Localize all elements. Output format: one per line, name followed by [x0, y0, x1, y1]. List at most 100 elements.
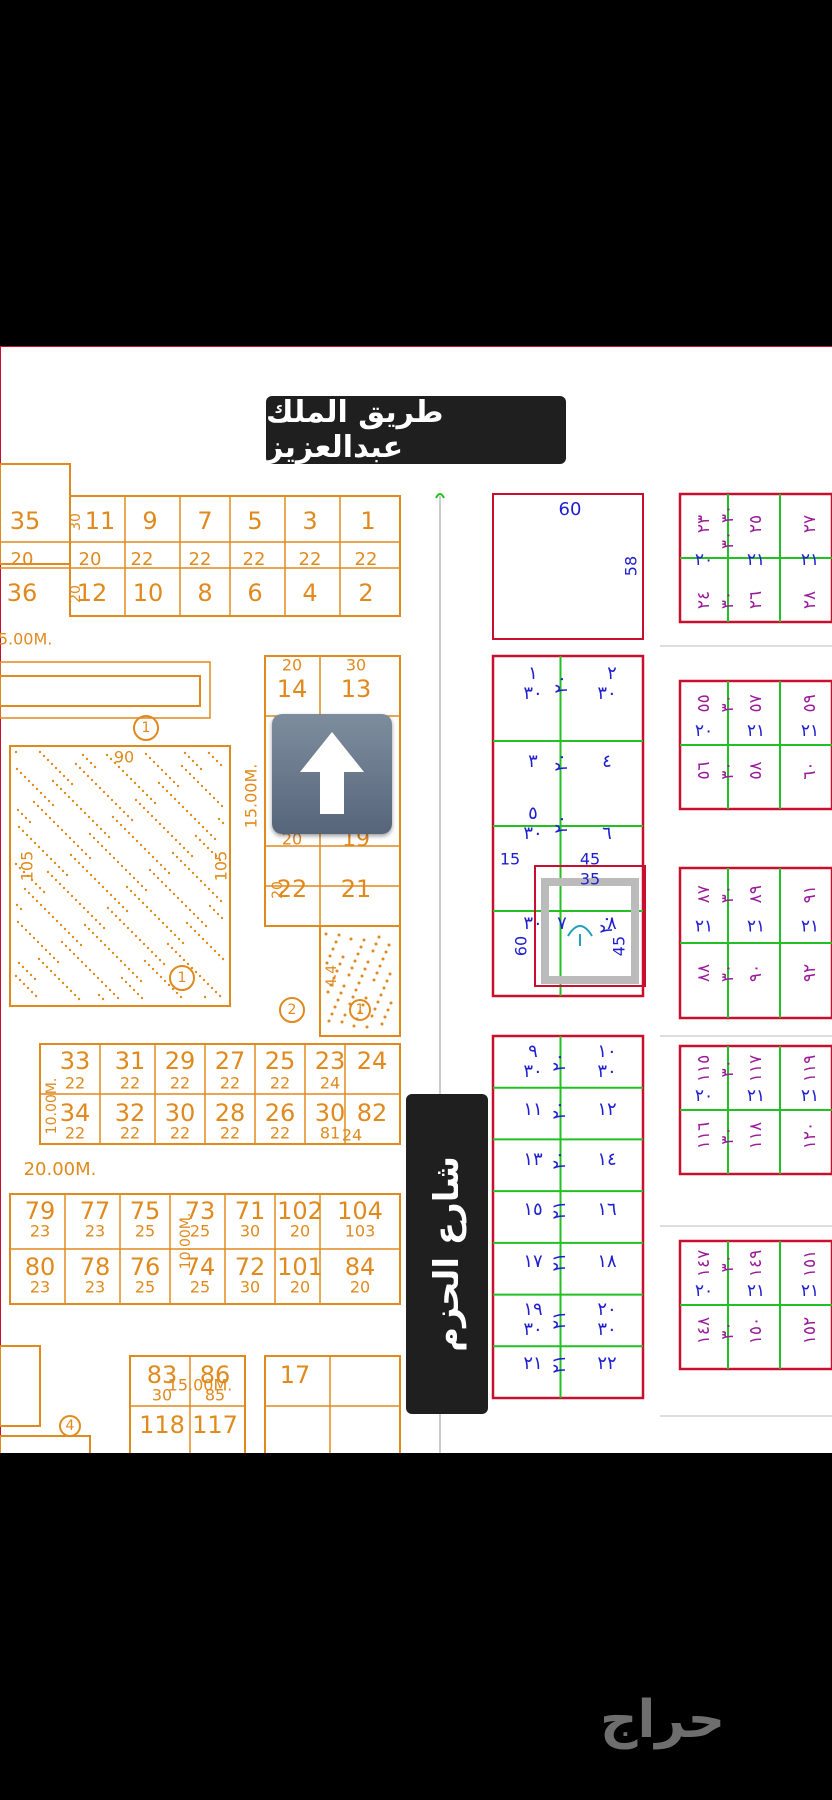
park-dot	[325, 961, 329, 965]
park-dot	[113, 897, 117, 901]
park-dot	[154, 954, 158, 958]
park-dot	[145, 793, 149, 797]
park-dot	[142, 942, 146, 946]
park-dot	[202, 842, 206, 846]
park-dot	[83, 811, 87, 815]
park-dot	[163, 979, 167, 983]
plot-number: 118	[139, 1411, 185, 1439]
park-dot	[65, 985, 69, 989]
park-dot	[174, 838, 178, 842]
park-dot	[169, 793, 173, 797]
park-dot	[158, 822, 162, 826]
park-dot	[181, 805, 185, 809]
park-dot	[326, 990, 330, 994]
park-dot	[198, 838, 202, 842]
plot-block	[492, 493, 644, 640]
park-dot	[100, 844, 104, 848]
park-dot	[149, 797, 153, 801]
plot-number: ٣٠	[718, 505, 738, 523]
park-dot	[68, 836, 72, 840]
park-dot	[333, 1005, 337, 1009]
plot-number: 75	[130, 1197, 161, 1225]
park-dot	[211, 755, 215, 759]
plot-number: ٣٠	[718, 885, 738, 903]
park-dot	[153, 913, 157, 917]
plot-number: ٣٠	[718, 694, 738, 712]
plot-number: ٣٠	[718, 1254, 738, 1272]
park-dot	[82, 770, 86, 774]
dimension-label: 35	[580, 870, 600, 889]
park-dot	[94, 782, 98, 786]
plot-number: 73	[185, 1197, 216, 1225]
park-dot	[45, 965, 49, 969]
park-dot	[114, 802, 118, 806]
park-dot	[186, 962, 190, 966]
mosque-building	[541, 878, 639, 984]
park-dot	[205, 829, 209, 833]
plot-number: ١٩	[523, 1299, 542, 1320]
plot-number: 24	[320, 1074, 340, 1093]
park-dot	[44, 812, 48, 816]
park-dot	[347, 973, 351, 977]
park-dot	[59, 923, 63, 927]
park-dot	[126, 926, 130, 930]
park-dot	[156, 764, 160, 768]
plot-number: 102	[277, 1197, 323, 1225]
park-dot	[146, 810, 150, 814]
park-dot	[216, 800, 220, 804]
park-dot	[139, 843, 143, 847]
park-dot	[207, 887, 211, 891]
plot-number: ٢١	[549, 1200, 570, 1219]
park-dot	[39, 791, 43, 795]
park-dot	[199, 767, 203, 771]
park-dot	[57, 865, 61, 869]
plot-number: ١٦	[597, 1199, 616, 1220]
park-dot	[324, 932, 328, 936]
plot-number: 22	[270, 1124, 290, 1143]
park-dot	[166, 830, 170, 834]
park-dot	[88, 968, 92, 972]
park-dot	[56, 960, 60, 964]
plot-number: 22	[243, 549, 266, 570]
park-dot	[60, 828, 64, 832]
park-dot	[210, 850, 214, 854]
park-dot	[147, 963, 151, 967]
park-dot	[179, 859, 183, 863]
plot-number: ٢١	[801, 721, 819, 741]
park-dot	[105, 753, 109, 757]
plot-number: 3	[302, 507, 317, 535]
plot-number: 17	[280, 1361, 311, 1389]
park-dot	[119, 823, 123, 827]
plot-number: ١١٦	[694, 1122, 714, 1149]
haraj-logo: حراج	[600, 1690, 726, 1750]
park-dot	[40, 944, 44, 948]
park-dot	[140, 884, 144, 888]
plot-number: ٩٢	[800, 964, 820, 982]
park-dot	[76, 956, 80, 960]
park-dot	[46, 870, 50, 874]
park-dot	[159, 863, 163, 867]
park-dot	[136, 992, 140, 996]
park-dot	[69, 989, 73, 993]
park-dot	[48, 952, 52, 956]
park-dot	[193, 929, 197, 933]
park-dot	[91, 819, 95, 823]
park-dot	[62, 774, 66, 778]
park-dot	[161, 921, 165, 925]
plot-number: ٢١	[747, 550, 765, 570]
plot-number: ٣٠	[597, 683, 616, 704]
park-dot	[359, 945, 363, 949]
park-dot	[115, 955, 119, 959]
plot-number: ٥٧	[746, 694, 766, 712]
park-dot	[55, 783, 59, 787]
plot-number: 22	[277, 875, 308, 903]
park-dot	[32, 936, 36, 940]
plot-number: 23	[85, 1222, 105, 1241]
park-dot	[119, 959, 123, 963]
park-dot	[51, 915, 55, 919]
park-dot	[20, 924, 24, 928]
plot-number: ١١٩	[800, 1055, 820, 1082]
park-dot	[14, 750, 18, 754]
road-label-king-abdulaziz: طريق الملك عبدالعزيز	[266, 395, 566, 465]
plot-number: ١١٧	[746, 1055, 766, 1082]
